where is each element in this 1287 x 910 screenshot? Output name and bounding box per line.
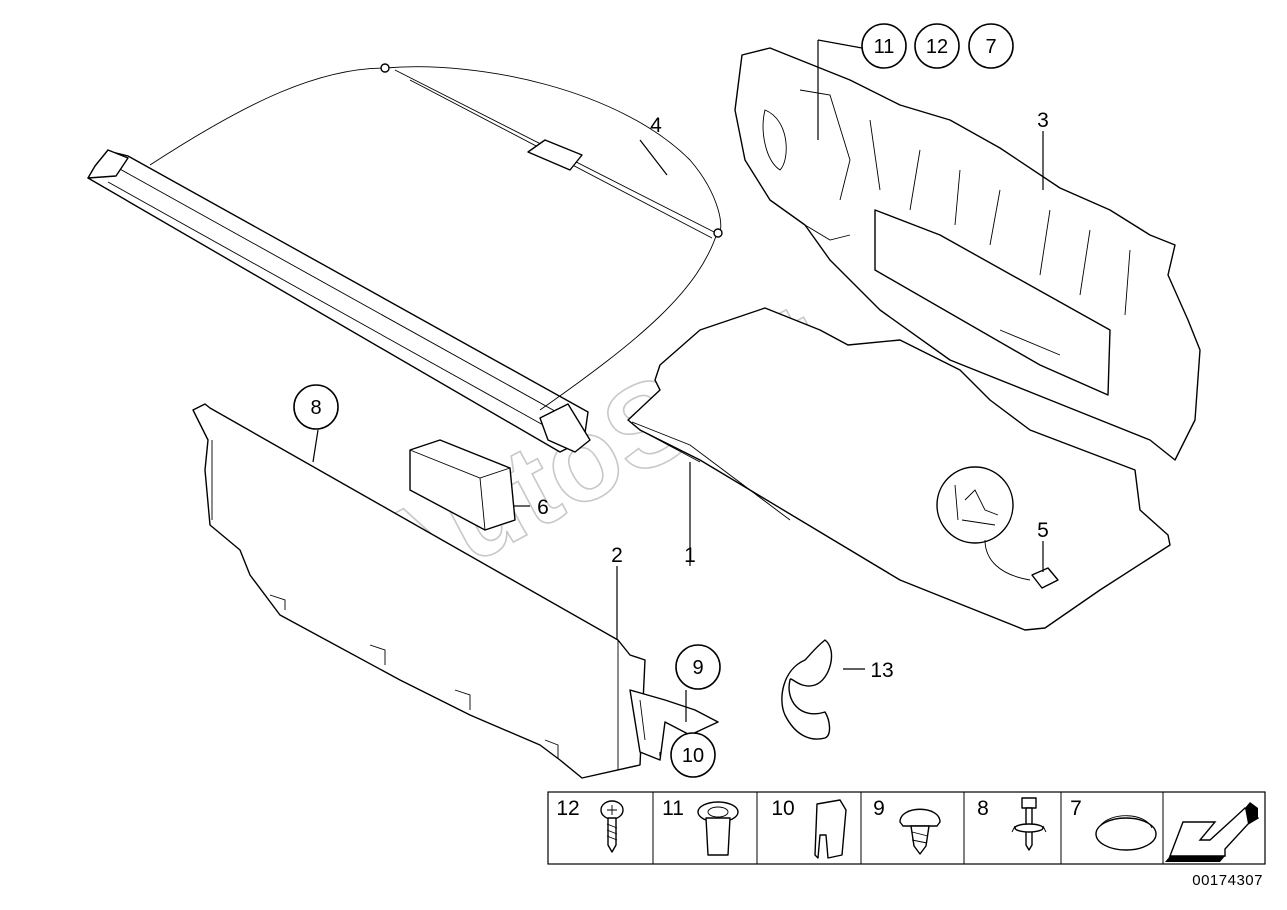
rear-trim-panel <box>734 47 1201 461</box>
bolt-washer-icon <box>1011 797 1047 851</box>
legend-number-10: 10 <box>771 797 794 820</box>
callout-circle-10: 10 <box>670 732 716 778</box>
svg-text:11: 11 <box>874 36 895 58</box>
cap-icon <box>1095 815 1157 851</box>
callout-4: 4 <box>650 114 662 137</box>
callout-circle-8: 8 <box>293 384 339 430</box>
arrow-icon <box>1165 802 1260 862</box>
callout-3: 3 <box>1037 109 1049 132</box>
svg-text:12: 12 <box>926 36 948 58</box>
leader-lines <box>312 39 1044 756</box>
luggage-cover-roller <box>87 63 723 453</box>
callout-circle-12: 12 <box>914 23 960 69</box>
grommet-nut-icon <box>697 801 739 856</box>
screw-icon <box>600 800 624 853</box>
expanding-rivet-icon <box>899 808 941 855</box>
clip-icon <box>814 799 847 859</box>
legend-number-8: 8 <box>977 797 989 820</box>
callout-6: 6 <box>537 496 549 519</box>
svg-text:7: 7 <box>985 36 996 58</box>
hardware-legend: 12 11 10 9 8 7 <box>547 791 1266 865</box>
callout-circle-7: 7 <box>968 23 1014 69</box>
callout-5: 5 <box>1037 519 1049 542</box>
reference-number: 00174307 <box>1192 872 1263 889</box>
partition-panel <box>192 403 646 779</box>
svg-text:8: 8 <box>310 397 321 419</box>
callout-circle-9: 9 <box>675 644 721 690</box>
callout-circle-11: 11 <box>861 23 907 69</box>
callout-1: 1 <box>684 544 696 567</box>
legend-number-12: 12 <box>556 797 579 820</box>
callout-13: 13 <box>870 659 893 682</box>
legend-number-9: 9 <box>873 797 885 820</box>
luggage-floor-panel <box>627 307 1171 631</box>
svg-text:10: 10 <box>682 745 704 767</box>
legend-number-7: 7 <box>1070 797 1082 820</box>
svg-text:9: 9 <box>692 657 703 679</box>
strap <box>781 639 833 740</box>
foam-block <box>409 439 516 531</box>
legend-number-11: 11 <box>662 797 684 820</box>
callout-2: 2 <box>611 544 623 567</box>
